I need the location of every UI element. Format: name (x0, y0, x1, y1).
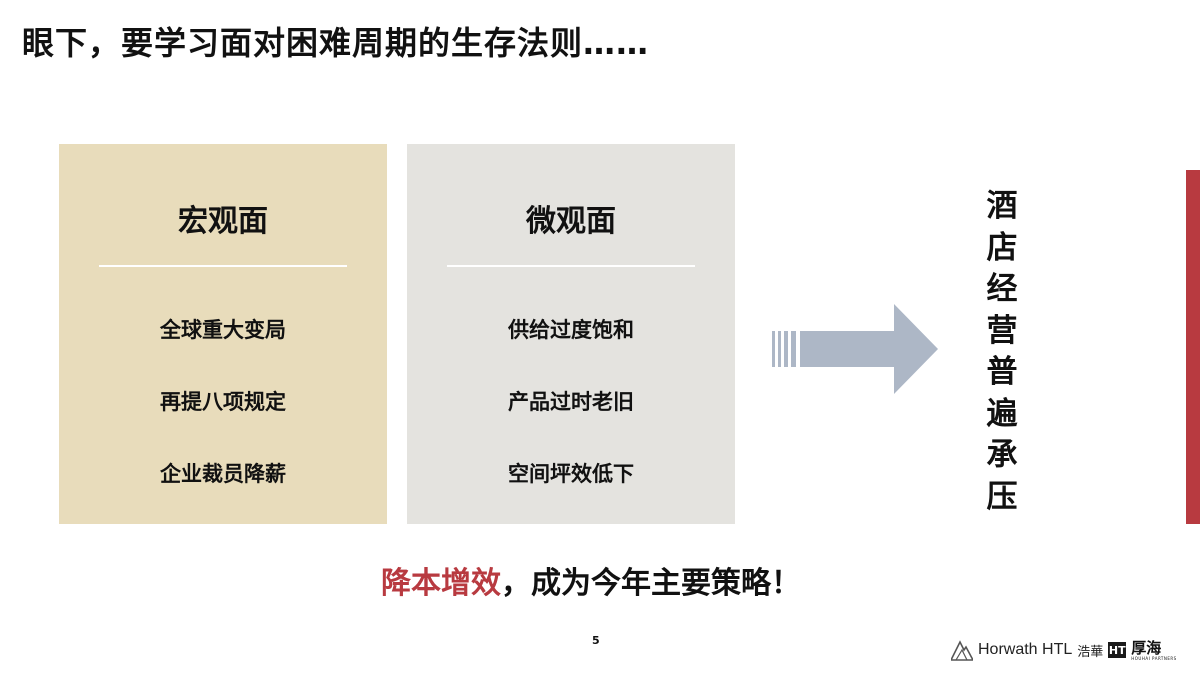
result-char: 营 (986, 312, 1018, 349)
macro-item: 企业裁员降薪 (160, 462, 286, 486)
macro-item: 再提八项规定 (160, 390, 286, 414)
brand-name-cn: 浩華 (1077, 644, 1104, 660)
result-char: 承 (986, 437, 1018, 473)
partner-logo: 厚海 HOUHAI PARTNERS (1131, 640, 1176, 661)
right-arrow-icon (772, 304, 938, 394)
conclusion-highlight: 降本增效 (381, 566, 501, 601)
partner-name-cn: 厚海 (1131, 638, 1162, 657)
micro-item: 空间坪效低下 (508, 462, 634, 486)
micro-item: 产品过时老旧 (508, 390, 634, 414)
partner-name-en: HOUHAI PARTNERS (1131, 655, 1177, 661)
slide-title: 眼下，要学习面对困难周期的生存法则…… (22, 24, 650, 62)
result-vertical-text: 酒 店 经 营 普 遍 承 压 (978, 186, 1026, 518)
macro-panel-heading: 宏观面 (178, 204, 268, 239)
horwath-mountain-icon (951, 640, 973, 661)
brand-name: Horwath HTL (978, 641, 1073, 658)
micro-item: 供给过度饱和 (508, 318, 634, 342)
macro-panel: 宏观面 全球重大变局 再提八项规定 企业裁员降薪 (59, 144, 387, 524)
result-char: 经 (986, 271, 1018, 307)
micro-panel: 微观面 供给过度饱和 产品过时老旧 空间坪效低下 (407, 144, 735, 524)
page-number: 5 (592, 634, 600, 647)
conclusion-rest: ，成为今年主要策略！ (501, 566, 801, 601)
macro-panel-divider (99, 265, 347, 267)
result-char: 遍 (986, 395, 1018, 432)
footer-logo: Horwath HTL 浩華 HT 厚海 HOUHAI PARTNERS (951, 636, 1177, 664)
micro-panel-divider (447, 265, 695, 267)
micro-panel-heading: 微观面 (526, 204, 616, 239)
partner-mark-icon: HT (1108, 642, 1127, 658)
accent-bar (1186, 170, 1200, 524)
result-char: 普 (986, 354, 1018, 390)
conclusion-text: 降本增效，成为今年主要策略！ (0, 558, 1182, 602)
macro-item: 全球重大变局 (160, 318, 286, 342)
result-char: 压 (986, 478, 1018, 515)
result-char: 店 (986, 229, 1018, 266)
result-char: 酒 (986, 188, 1018, 224)
